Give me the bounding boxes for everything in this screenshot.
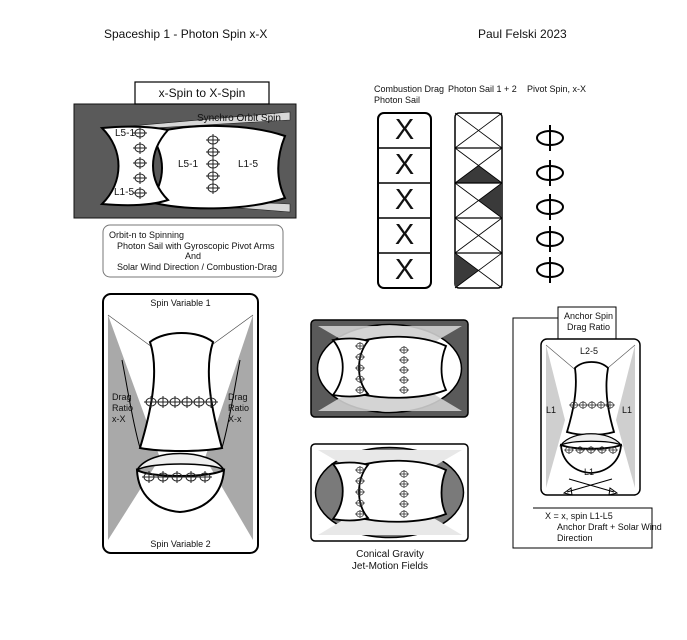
spin-variable-1-label: Spin Variable 1 [150, 298, 211, 308]
anchor-note-line-1: X = x, spin L1-L5 [545, 511, 613, 521]
anchor-note-line-3: Direction [557, 533, 593, 543]
anchor-label-right: L1 [622, 405, 633, 415]
anchor-note-line-2: Anchor Draft + Solar Wind [557, 522, 662, 532]
pivot-spin-label: Pivot Spin, x-X [527, 84, 587, 94]
caption-box [102, 224, 284, 278]
combustion-drag-sail [377, 112, 432, 289]
x-mark: X [394, 254, 415, 286]
drag-ratio-left-1: Drag [112, 392, 132, 402]
anchor-label-bottom: L1 [584, 467, 595, 477]
x-mark: X [394, 114, 415, 146]
anchor-label-left: L1 [546, 405, 557, 415]
x-mark: X [394, 219, 415, 251]
drag-ratio-left-3: x-X [112, 414, 126, 424]
anchor-heading-line-1: Anchor Spin [564, 311, 614, 321]
conical-field-upper [310, 319, 469, 418]
orbit-label: Synchro Orbit Spin [197, 113, 281, 124]
caption-line-2: Photon Sail with Gyroscopic Pivot Arms [117, 241, 275, 251]
photon-sail-column [454, 112, 503, 289]
label-l15-left: L1-5 [114, 187, 135, 198]
conical-caption-line-1: Conical Gravity [356, 549, 424, 560]
photon-sail-label: Photon Sail 1 + 2 [448, 84, 517, 94]
spin-variable-2-label: Spin Variable 2 [150, 539, 211, 549]
pivot-spin-column [536, 124, 564, 284]
drag-ratio-right-2: Ratio [228, 403, 250, 413]
conical-caption-line-2: Jet-Motion Fields [351, 561, 429, 572]
drag-ratio-left-2: Ratio [112, 403, 134, 413]
label-l51-left: L5-1 [115, 128, 136, 139]
drag-ratio-right-1: Drag [228, 392, 248, 402]
spin-heading: x-Spin to X-Spin [158, 86, 246, 100]
caption-line-1: Orbit-n to Spinning [109, 230, 185, 240]
anchor-spin-panel [512, 306, 653, 549]
synchro-orbit-panel [73, 103, 297, 219]
x-mark: X [394, 184, 415, 216]
combustion-label-line-2: Photon Sail [374, 95, 421, 105]
heading-box [134, 81, 270, 105]
label-l15-right: L1-5 [238, 159, 259, 170]
conical-field-lower [310, 443, 469, 542]
x-mark: X [394, 149, 415, 181]
diagram-title: Spaceship 1 - Photon Spin x-X [104, 27, 268, 41]
caption-line-3: And [184, 251, 201, 261]
label-l51-mid: L5-1 [178, 159, 199, 170]
caption-line-4: Solar Wind Direction / Combustion-Drag [117, 262, 278, 272]
anchor-heading-line-2: Drag Ratio [567, 322, 611, 332]
spin-variable-panel [102, 293, 259, 554]
drag-ratio-right-3: X-x [228, 414, 242, 424]
combustion-label-line-1: Combustion Drag [374, 84, 445, 94]
author-credit: Paul Felski 2023 [478, 27, 567, 41]
anchor-label-top: L2-5 [580, 346, 599, 356]
